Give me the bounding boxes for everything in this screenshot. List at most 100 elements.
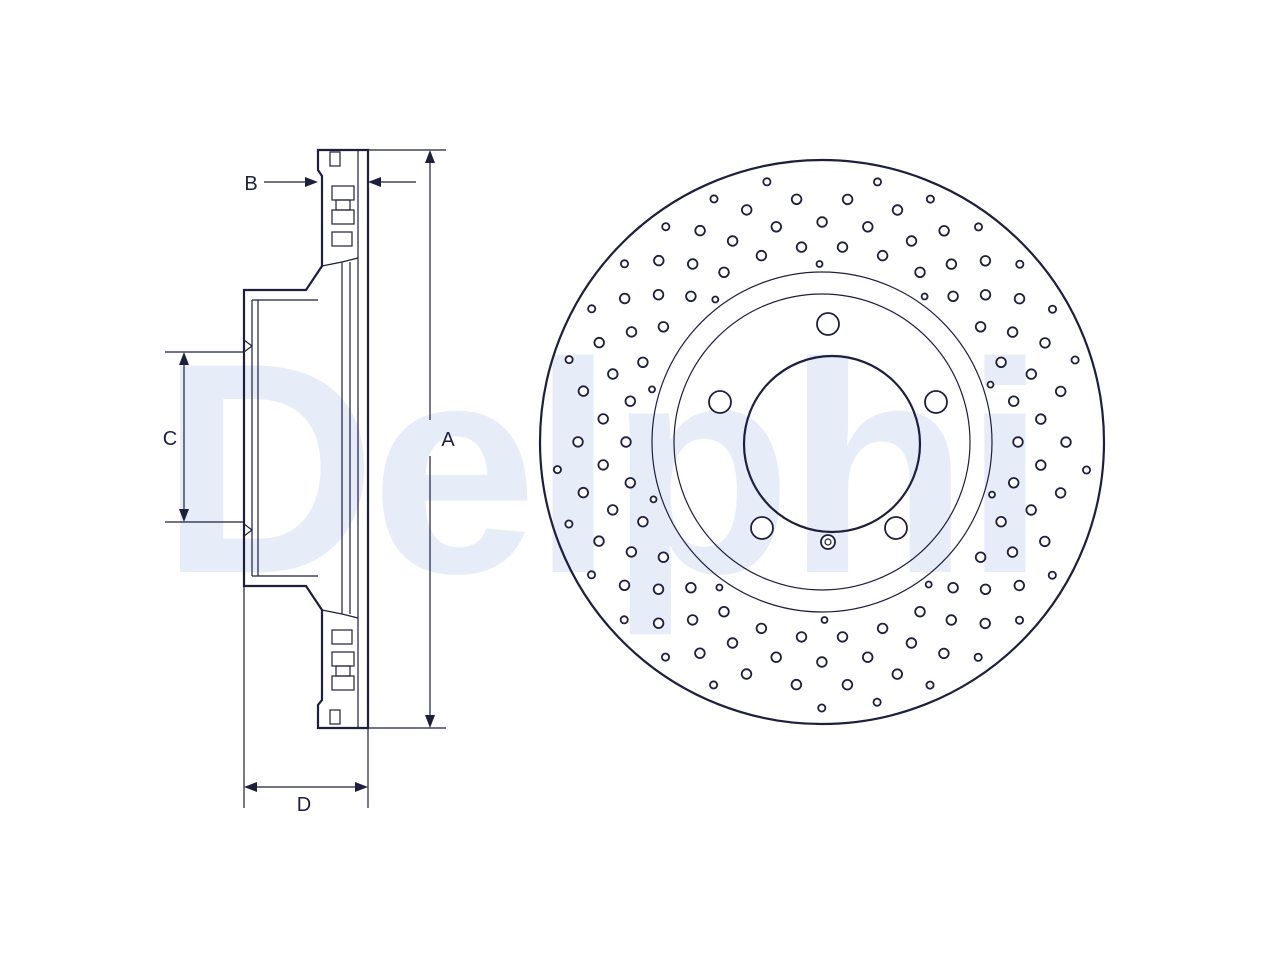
drilled-hole [687,258,699,270]
drilled-hole [974,321,987,333]
drilled-hole [577,385,590,397]
drilled-hole [593,535,605,547]
drilled-hole-small [820,616,829,624]
drilled-hole [795,631,808,643]
drilled-hole [661,222,671,232]
drilled-hole [755,622,768,635]
drilled-hole [947,290,959,303]
drilled-hole [947,582,959,594]
drilled-hole [685,290,697,303]
hat-neck-bottom [321,609,359,619]
drilled-hole-small [986,380,995,389]
drilled-hole [925,680,935,690]
drilled-hole [620,259,630,269]
drilled-hole [1008,477,1020,489]
drilled-hole [607,504,619,516]
hat-neck-top [321,257,359,267]
front-view-disc [538,158,1106,726]
drilled-hole [1082,465,1092,475]
dimension-c: C [163,351,244,523]
drilled-hole [619,615,629,625]
drilled-hole [652,617,665,629]
dimension-c-label: C [163,428,177,450]
drilled-hole [1013,293,1026,305]
dimension-b-arrow-left [305,177,318,187]
drilled-hole [974,222,984,232]
lug-hole [924,390,948,414]
drilled-hole [979,617,991,630]
drilled-hole [979,289,992,301]
drilled-hole [597,459,609,471]
drilled-hole [945,614,958,626]
drilled-hole [624,477,637,489]
dimension-a-label: A [441,429,455,451]
dimension-a: A [368,149,455,729]
drilled-hole [1006,326,1019,338]
drilled-hole [709,194,719,204]
drilled-hole [816,656,828,668]
drilled-hole [685,582,697,594]
drilled-hole [740,668,753,680]
drilled-hole [625,546,638,558]
hat-inner-edge [673,293,971,591]
drilled-hole [1047,570,1057,580]
drilled-hole [979,583,992,596]
drilled-hole [572,436,584,448]
hat-inner-wall [251,299,318,577]
drilled-hole [1070,355,1080,365]
dimension-a-arrow-top [425,150,435,163]
drilled-hole [938,225,950,237]
drilled-hole [718,606,730,618]
drilled-hole [686,614,699,626]
drilled-hole [709,680,719,690]
drilled-hole [1015,615,1025,625]
drilled-hole [1054,385,1067,398]
drilled-hole [657,321,670,333]
drilled-hole [637,356,649,369]
drilled-hole [653,254,665,267]
drilled-hole-small [988,490,996,499]
locating-hole [820,534,836,550]
drilled-hole [938,647,950,660]
dimension-d-label: D [297,794,311,816]
drilled-hole [564,355,574,365]
dimension-a-arrow-bottom [425,715,435,728]
friction-face-inner [341,262,351,614]
drilled-hole [726,235,739,247]
locating-hole-center [824,538,832,546]
drilled-hole [1035,413,1047,425]
drilled-hole [816,216,828,228]
drilled-hole [1025,368,1038,380]
drilled-hole [625,326,638,338]
hat-outer-edge [651,271,993,613]
drilled-hole-small [815,260,824,268]
drilled-hole [1048,304,1058,314]
lug-hole [884,516,908,540]
drilled-hole [1060,436,1072,448]
dimension-d-arrow-right [355,782,368,792]
drilled-hole [995,516,1007,528]
drilled-hole [876,622,889,635]
drilled-hole [552,465,562,475]
drilled-hole [607,368,619,380]
drilled-hole-small [924,580,933,589]
drilled-hole-small [715,583,724,592]
drilled-hole [587,304,597,314]
drilled-hole [979,255,992,267]
drilled-hole [995,356,1007,369]
dimension-c-arrow-top [179,352,189,365]
drilled-hole [618,579,631,592]
lug-hole [708,390,732,414]
drilled-hole [1035,459,1047,471]
drilled-hole [891,204,904,216]
lug-hole [750,516,774,540]
vent-slots-top [329,151,355,247]
drilled-hole [914,606,926,618]
hat-inner-lip-bottom [243,523,253,537]
drilled-hole [836,241,849,253]
drilled-hole [770,221,783,233]
drilled-hole [862,651,874,663]
drilled-hole [1013,579,1026,592]
